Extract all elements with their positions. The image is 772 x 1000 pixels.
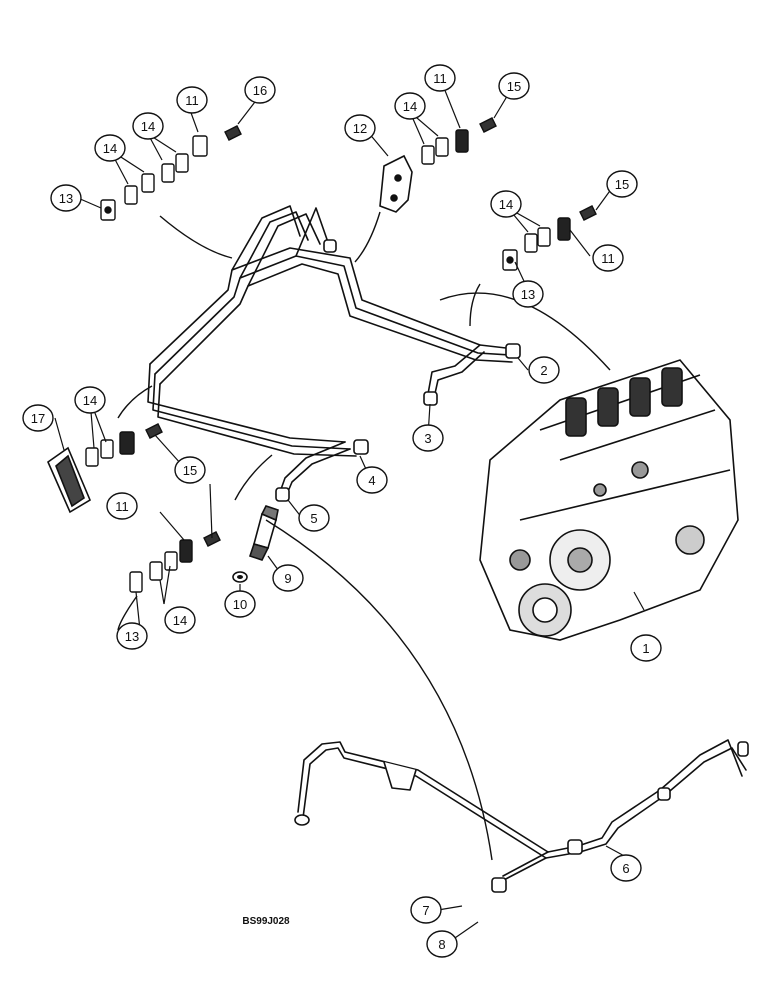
callout-11: 11 — [106, 492, 138, 520]
callout-number: 3 — [424, 431, 431, 446]
callout-15: 15 — [174, 456, 206, 484]
callout-14: 14 — [164, 606, 196, 634]
callout-17: 17 — [22, 404, 54, 432]
callout-7: 7 — [410, 896, 442, 924]
callout-2: 2 — [528, 356, 560, 384]
callout-number: 14 — [499, 197, 513, 212]
callout-13: 13 — [50, 184, 82, 212]
callout-number: 15 — [615, 177, 629, 192]
callout-14: 14 — [94, 134, 126, 162]
callout-1: 1 — [630, 634, 662, 662]
callout-11: 11 — [176, 86, 208, 114]
callout-number: 11 — [115, 499, 129, 514]
fuel-return-line — [294, 739, 749, 893]
callout-8: 8 — [426, 930, 458, 958]
injection-pump — [479, 359, 739, 641]
grommet-seal — [47, 446, 92, 514]
callout-number: 14 — [141, 119, 155, 134]
callout-number: 2 — [540, 363, 547, 378]
callout-11: 11 — [592, 244, 624, 272]
callout-14: 14 — [490, 190, 522, 218]
callout-14: 14 — [394, 92, 426, 120]
callout-number: 13 — [59, 191, 73, 206]
callout-5: 5 — [298, 504, 330, 532]
clamp-plate-right — [502, 205, 597, 271]
callout-number: 9 — [284, 571, 291, 586]
callout-13: 13 — [512, 280, 544, 308]
callout-16: 16 — [244, 76, 276, 104]
callout-number: 8 — [438, 937, 445, 952]
callout-12: 12 — [344, 114, 376, 142]
callout-13: 13 — [116, 622, 148, 650]
callout-14: 14 — [74, 386, 106, 414]
clamp-plate-upper-right — [421, 117, 497, 165]
callout-number: 11 — [601, 251, 615, 266]
callout-number: 7 — [422, 903, 429, 918]
callout-number: 16 — [253, 83, 267, 98]
clamp-plate-upper-left — [100, 125, 242, 221]
callout-labels: 1234567891011111111121313131414141414141… — [22, 64, 662, 958]
callout-11: 11 — [424, 64, 456, 92]
callout-number: 17 — [31, 411, 45, 426]
callout-number: 12 — [353, 121, 367, 136]
clamp-plate-lower-left — [129, 531, 221, 593]
callout-10: 10 — [224, 590, 256, 618]
callout-number: 10 — [233, 597, 247, 612]
callout-14: 14 — [132, 112, 164, 140]
figure-code: BS99J028 — [242, 916, 290, 927]
callout-15: 15 — [498, 72, 530, 100]
sealing-washer — [232, 571, 248, 583]
callout-6: 6 — [610, 854, 642, 882]
clamp-bracket — [379, 154, 413, 213]
callout-number: 6 — [622, 861, 629, 876]
callout-number: 5 — [310, 511, 317, 526]
callout-number: 15 — [507, 79, 521, 94]
callout-number: 11 — [185, 93, 199, 108]
callout-number: 13 — [521, 287, 535, 302]
callout-9: 9 — [272, 564, 304, 592]
callout-number: 14 — [173, 613, 187, 628]
callout-4: 4 — [356, 466, 388, 494]
callout-number: 15 — [183, 463, 197, 478]
injector-nozzle — [248, 505, 279, 561]
callout-number: 1 — [642, 641, 649, 656]
callout-3: 3 — [412, 424, 444, 452]
injection-lines-assembly — [147, 205, 521, 502]
callout-number: 14 — [103, 141, 117, 156]
callout-number: 14 — [403, 99, 417, 114]
callout-15: 15 — [606, 170, 638, 198]
callout-number: 11 — [433, 71, 447, 86]
callout-number: 14 — [83, 393, 97, 408]
callout-number: 13 — [125, 629, 139, 644]
clamp-plate-left — [85, 423, 163, 467]
callout-number: 4 — [368, 473, 375, 488]
